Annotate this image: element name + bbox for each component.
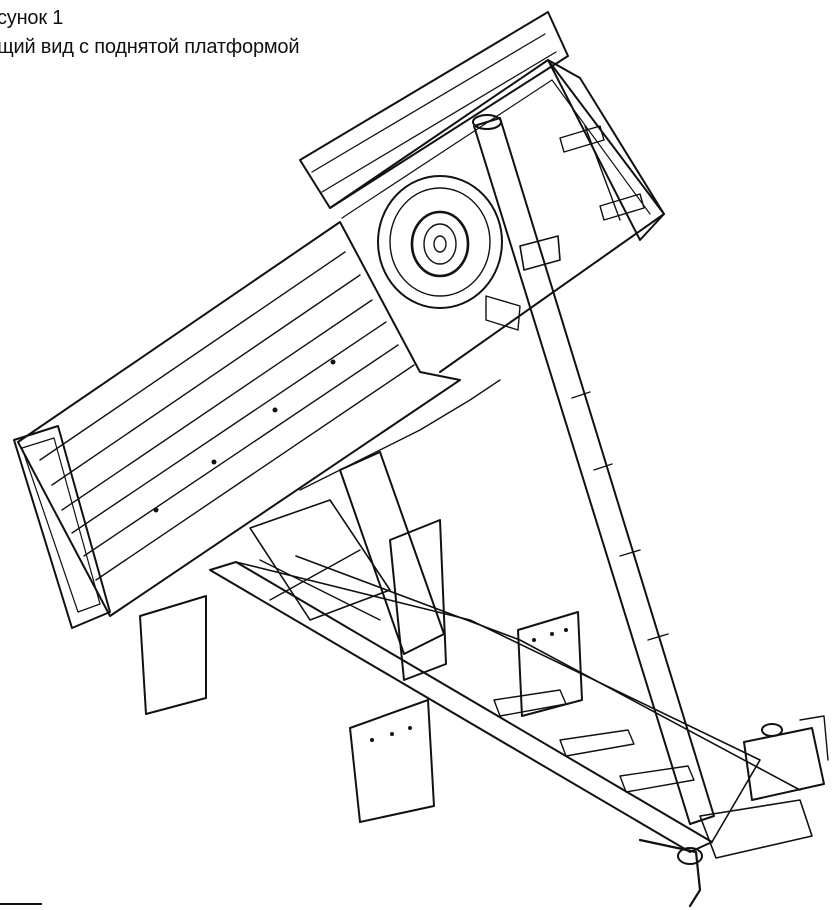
lift-mechanism	[249, 379, 501, 681]
chassis-frame	[209, 555, 813, 859]
hydraulic-pump	[638, 715, 829, 908]
tailgate	[13, 425, 111, 629]
body-side-panel	[17, 221, 461, 617]
figure-caption: исунок 1 бщий вид с поднятой платформой	[0, 4, 300, 62]
spare-wheel	[377, 175, 521, 331]
body-right-wall	[547, 59, 665, 241]
body-rivets	[153, 359, 336, 513]
body-top-edge	[329, 59, 665, 373]
figure-number: исунок 1	[0, 7, 64, 29]
tipper-body	[13, 11, 665, 629]
front-board	[299, 11, 569, 209]
hydraulic-cylinder	[472, 114, 715, 825]
mudguards	[139, 595, 583, 823]
footnote-rule	[0, 903, 42, 905]
body-ribs	[39, 251, 415, 581]
figure-title: бщий вид с поднятой платформой	[0, 36, 300, 58]
